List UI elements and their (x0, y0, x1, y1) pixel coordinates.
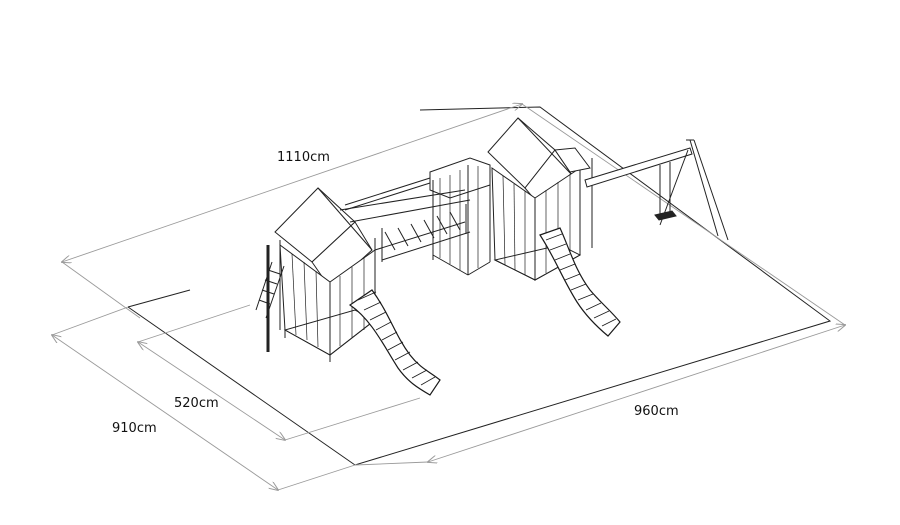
dimension-label-960: 960cm (634, 404, 679, 419)
left-slide (348, 289, 441, 396)
dimension-label-520: 520cm (174, 396, 219, 411)
left-tower (266, 187, 376, 362)
dimension-guides (52, 104, 845, 490)
right-slide (539, 227, 621, 337)
swing-frame (584, 139, 729, 241)
monkey-bar-beam (344, 177, 431, 211)
length-1110-dimension-line (62, 104, 522, 262)
right-tower (487, 117, 593, 281)
dimension-label-910: 910cm (112, 421, 157, 436)
middle-deck (429, 157, 491, 276)
dimension-label-1110: 1110cm (277, 150, 330, 165)
depth-520-dimension-line (138, 342, 285, 440)
length-960-dimension-line (428, 325, 845, 462)
rope-bridge (339, 189, 471, 262)
climbing-ladder (255, 261, 285, 319)
